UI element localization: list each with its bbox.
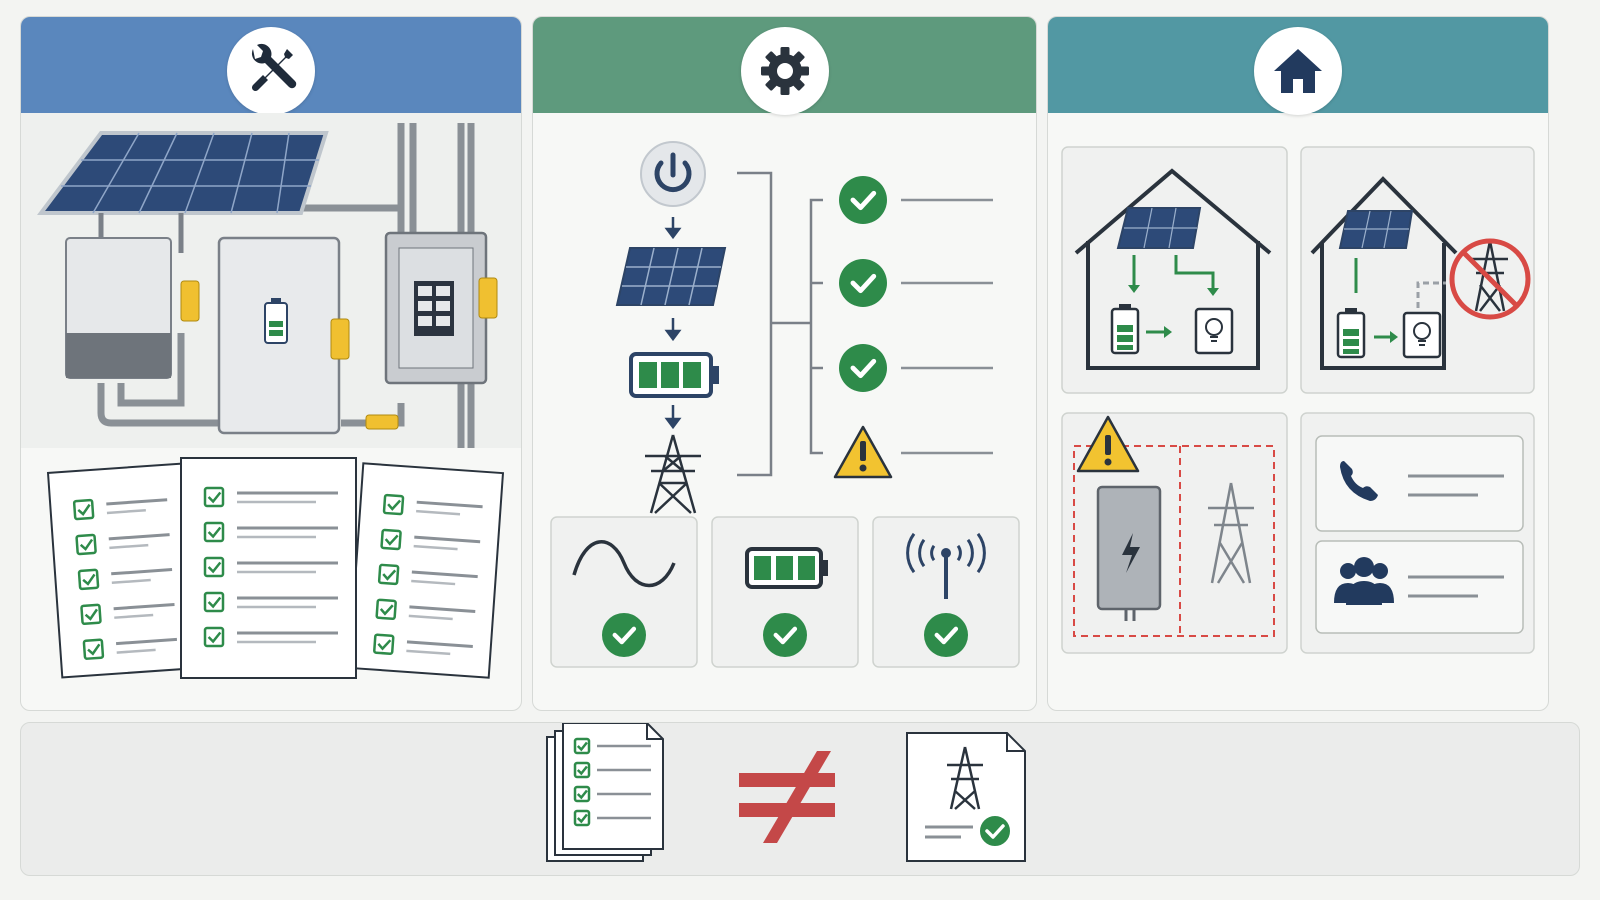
- installation-illustration: [21, 113, 521, 679]
- checklist-document: [180, 457, 357, 679]
- check-icon: [839, 176, 887, 224]
- house-icon: [1274, 49, 1322, 93]
- home-badge: [1254, 27, 1342, 115]
- not-equal-icon: [739, 751, 835, 843]
- grid-approval-document-icon: [906, 732, 1026, 862]
- home-solar-battery-grid-disconnected: [1300, 146, 1535, 394]
- battery-icon: [745, 547, 828, 589]
- home-scenarios: [1061, 146, 1535, 654]
- install-panel-header: [21, 17, 521, 115]
- operation-sequence-diagram: [550, 141, 1020, 668]
- check-icon: [763, 613, 807, 657]
- solar-panel-icon: [615, 247, 727, 306]
- checkbox-icon: [380, 528, 402, 551]
- checkbox-icon: [573, 737, 591, 755]
- test-tile: [872, 516, 1020, 668]
- checkbox-icon: [573, 761, 591, 779]
- checkbox-icon: [377, 563, 400, 586]
- check-icon: [839, 344, 887, 392]
- operate-badge: [740, 27, 829, 115]
- checkbox-icon: [72, 498, 95, 521]
- warning-tag: [365, 414, 399, 430]
- test-tiles: [550, 516, 1020, 668]
- status-list: [833, 176, 993, 479]
- solar-panel: [37, 131, 329, 253]
- footer-illustration: [546, 723, 1026, 862]
- check-icon: [924, 613, 968, 657]
- transmission-tower-icon: [1208, 482, 1254, 584]
- home-solar-battery-grid-tied: [1061, 146, 1288, 394]
- home-panel: [1047, 16, 1549, 711]
- checkbox-icon: [203, 556, 225, 578]
- checkbox-icon: [77, 568, 100, 591]
- battery-icon: [629, 352, 719, 398]
- sine-wave-icon: [572, 540, 676, 588]
- battery-cabinet: [217, 236, 350, 435]
- checkbox-icon: [573, 809, 591, 827]
- test-tile: [550, 516, 698, 668]
- disconnect-switch-warning: [1061, 412, 1288, 654]
- checkbox-icon: [203, 486, 225, 508]
- checkbox-icon: [573, 785, 591, 803]
- no-grid-icon: [1449, 238, 1531, 320]
- install-badge: [227, 27, 315, 115]
- test-tile: [711, 516, 859, 668]
- gear-icon: [760, 47, 809, 95]
- checkbox-icon: [203, 591, 225, 613]
- checkbox-icon: [373, 633, 395, 655]
- checkbox-icon: [382, 493, 405, 516]
- checklist-stack-icon: [546, 723, 664, 862]
- checkbox-icon: [82, 638, 105, 660]
- connector-bracket: [737, 171, 823, 477]
- inverter-box: [65, 237, 200, 379]
- sequence-arrow: [664, 217, 682, 430]
- warning-icon: [833, 425, 893, 479]
- operate-panel: [532, 16, 1037, 711]
- breaker-panel: [365, 231, 498, 430]
- checkbox-icon: [375, 598, 397, 621]
- checklist-documents: [46, 457, 505, 679]
- phone-icon: [1340, 461, 1378, 501]
- contact-list: [1300, 412, 1535, 654]
- power-icon: [640, 141, 706, 207]
- comparison-footer: [20, 722, 1580, 876]
- check-icon: [602, 613, 646, 657]
- checkbox-icon: [75, 533, 97, 556]
- antenna-icon: [906, 532, 986, 599]
- wrench-screwdriver-icon: [251, 43, 297, 92]
- checklist-document: [46, 462, 199, 679]
- checkbox-icon: [80, 603, 102, 626]
- warning-tag: [330, 318, 350, 360]
- phone-contact-card[interactable]: [1315, 435, 1524, 532]
- checkbox-icon: [203, 626, 225, 648]
- checkbox-icon: [203, 521, 225, 543]
- home-panel-header: [1048, 17, 1548, 115]
- people-icon: [1334, 557, 1394, 605]
- transmission-tower-icon: [645, 434, 701, 514]
- checklist-document: [347, 462, 505, 679]
- warning-tag: [478, 277, 498, 319]
- check-icon: [839, 259, 887, 307]
- operate-panel-header: [533, 17, 1036, 115]
- warning-tag: [180, 280, 200, 322]
- install-panel: [20, 16, 522, 711]
